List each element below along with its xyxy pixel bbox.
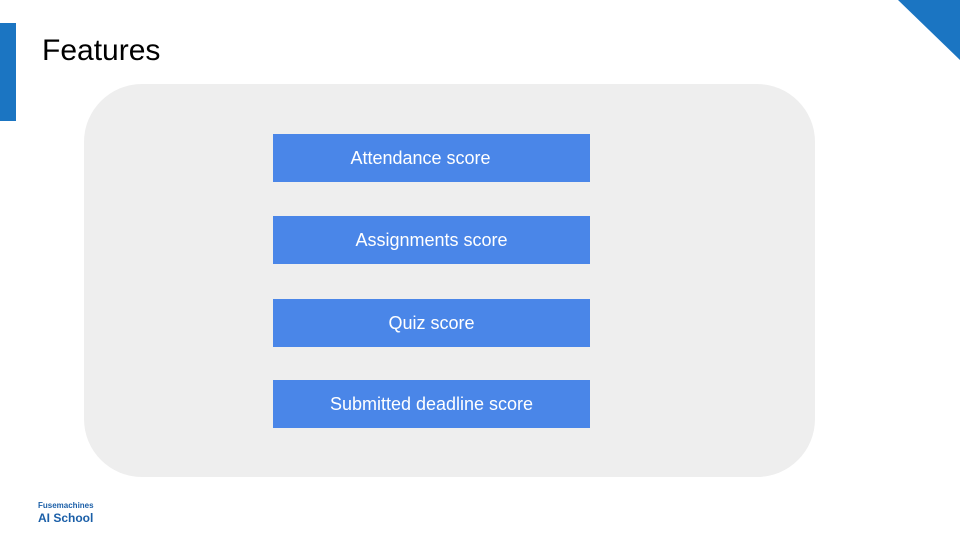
feature-label: Assignments score xyxy=(355,229,508,250)
fusemachines-logo: Fusemachines AI School xyxy=(38,501,94,525)
feature-label: Attendance score xyxy=(350,147,491,168)
logo-line-1: Fusemachines xyxy=(38,501,94,510)
feature-box-assignments: Assignments score xyxy=(273,216,590,264)
feature-box-quiz: Quiz score xyxy=(273,299,590,347)
corner-triangle-decoration xyxy=(898,0,960,60)
logo-line-2: AI School xyxy=(38,511,94,525)
feature-label: Quiz score xyxy=(388,312,475,333)
feature-box-attendance: Attendance score xyxy=(273,134,590,182)
feature-box-submitted-deadline: Submitted deadline score xyxy=(273,380,590,428)
left-accent-bar xyxy=(0,23,16,121)
slide-title: Features xyxy=(42,34,161,67)
feature-label: Submitted deadline score xyxy=(329,393,534,414)
